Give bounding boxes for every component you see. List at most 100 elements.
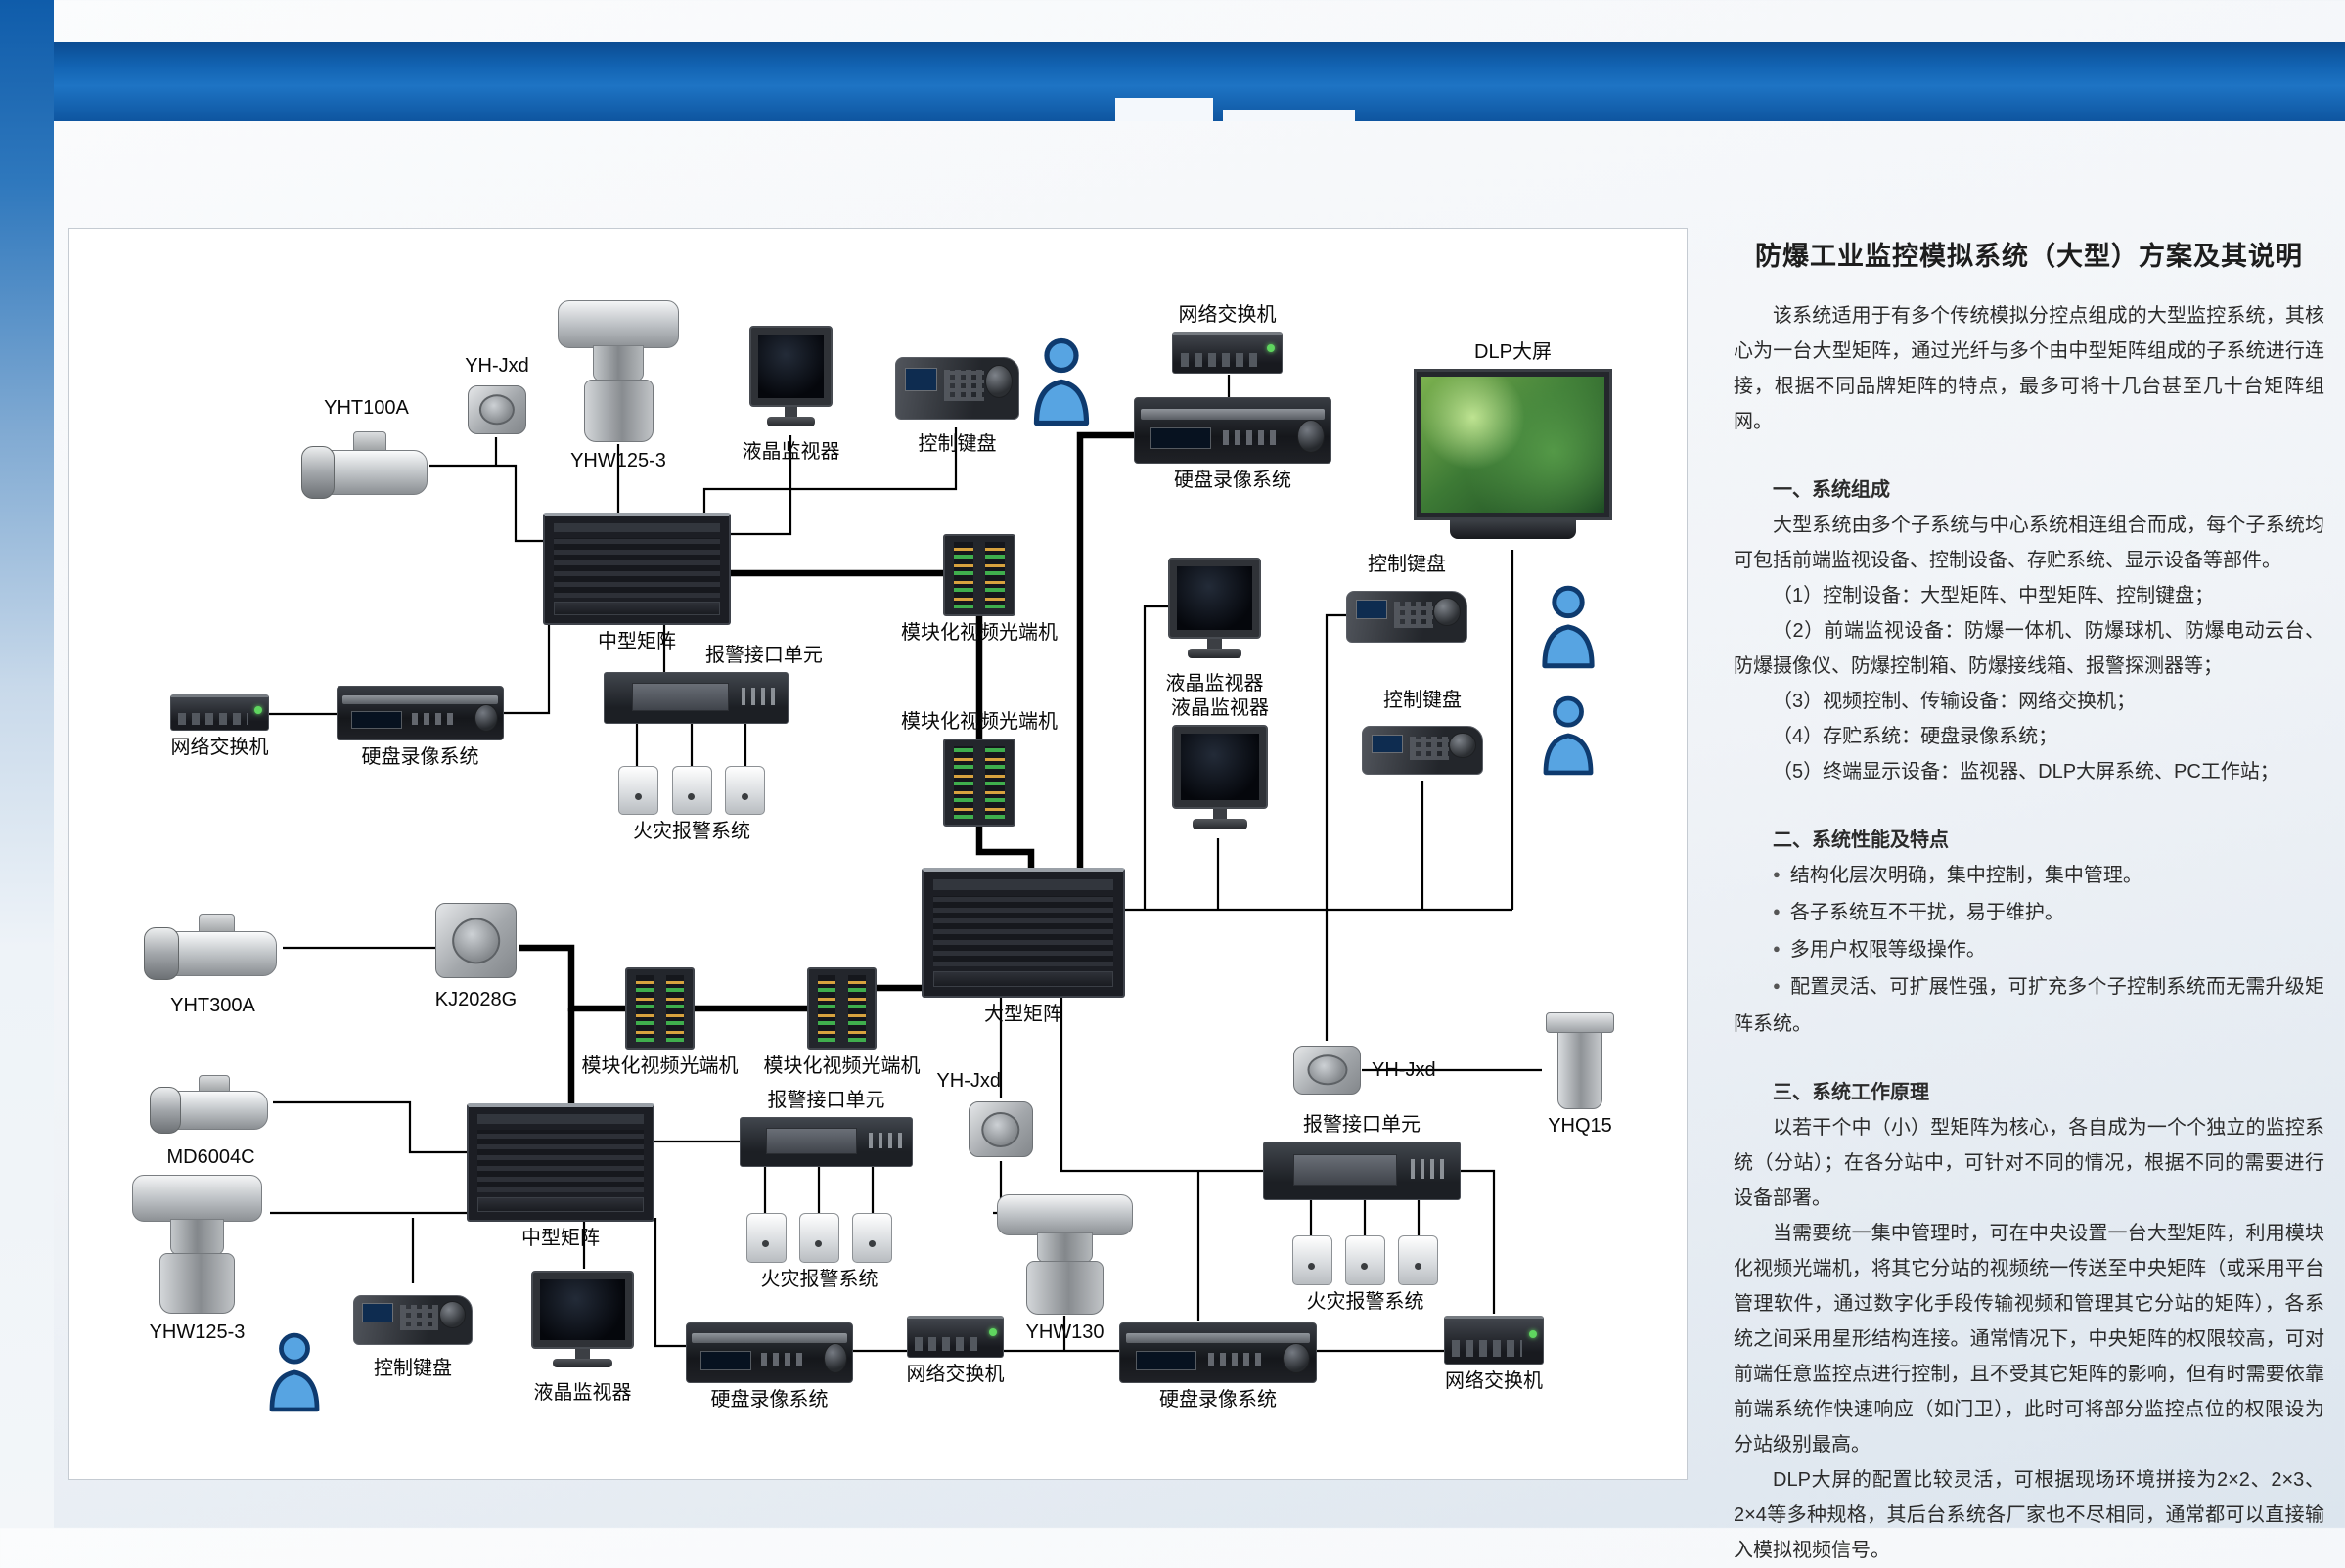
device-label: YHT100A <box>324 397 409 419</box>
matrix-chassis <box>922 868 1125 998</box>
matrix-medium-top: 中型矩阵 <box>543 513 731 652</box>
device-label: YHT300A <box>170 995 255 1016</box>
switch-led <box>989 1328 998 1337</box>
alarm-chassis <box>604 672 789 724</box>
alarm-interface-bottom-left: 报警接口单元 <box>740 1090 913 1167</box>
keyboard-display <box>1371 734 1404 753</box>
device-label: 控制键盘 <box>374 1358 452 1379</box>
optical-chassis <box>943 534 1015 616</box>
keyboard-keys <box>1409 736 1449 761</box>
dvr-panel-strip <box>692 1332 847 1343</box>
matrix-bottom-panel <box>554 602 720 616</box>
dlp-base <box>1449 520 1577 539</box>
operator-4 <box>261 1331 328 1413</box>
monitor-frame <box>749 326 833 407</box>
operator-3 <box>1535 694 1601 777</box>
paragraph: （4）存贮系统：硬盘录像系统； <box>1773 726 2058 747</box>
smoke-detector <box>799 1213 839 1263</box>
control-keyboard-mid-1: 控制键盘 <box>1346 554 1467 650</box>
optical-modules <box>817 974 836 1043</box>
ptz-base <box>1025 1261 1105 1315</box>
section-heading: 三、系统工作原理 <box>1773 1082 1929 1103</box>
alarm-interface-top: 报警接口单元 <box>604 645 823 724</box>
paragraph: （1）控制设备：大型矩阵、中型矩阵、控制键盘； <box>1773 585 2215 606</box>
optical-modules <box>985 541 1005 609</box>
network-switch-bottom-right: 网络交换机 <box>1444 1316 1544 1392</box>
dlp-screen-image <box>1421 377 1604 514</box>
device-label: 控制键盘 <box>918 433 997 455</box>
device-label: 大型矩阵 <box>984 1004 1062 1025</box>
optical-modules <box>847 974 867 1043</box>
ptz-bracket <box>1036 1232 1094 1264</box>
optical-modules <box>954 746 973 819</box>
optical-modules <box>635 974 654 1043</box>
paragraph: 当需要统一集中管理时，可在中央设置一台大型矩阵，利用模块化视频光端机，将其它分站… <box>1734 1223 2324 1456</box>
smoke-detector <box>1398 1235 1438 1285</box>
operator-2 <box>1535 584 1601 670</box>
switch-chassis <box>1444 1316 1544 1365</box>
camera-body <box>300 445 428 499</box>
device-label: YHW125-3 <box>149 1322 246 1343</box>
dvr-chassis <box>1119 1322 1317 1383</box>
device-label: YHW125-3 <box>570 450 666 471</box>
camera-lens-cap <box>143 927 180 980</box>
bullet-item: 结构化层次明确，集中控制，集中管理。 <box>1734 858 2324 895</box>
matrix-vents <box>554 537 720 598</box>
device-label: 液晶监视器 <box>742 441 840 463</box>
dvr-panel-strip <box>342 694 498 704</box>
bullet-item: 多用户权限等级操作。 <box>1734 932 2324 969</box>
network-switch-left: 网络交换机 <box>170 694 269 758</box>
operator-1 <box>1028 336 1095 427</box>
device-label: 报警接口单元 <box>1303 1114 1421 1136</box>
camera-yht300a: YHT300A <box>143 907 283 1016</box>
device-label: 控制键盘 <box>1368 554 1446 575</box>
alarm-indicators <box>1411 1159 1450 1180</box>
monitor-frame <box>1168 558 1261 639</box>
matrix-vents <box>477 1130 644 1193</box>
optical-chassis <box>943 739 1015 827</box>
matrix-bottom-panel <box>933 971 1113 988</box>
camera-lens-cap <box>149 1086 182 1134</box>
network-switch-top: 网络交换机 <box>1172 304 1283 374</box>
lcd-monitor-mid-1: 液晶监视器 <box>1166 558 1264 694</box>
alarm-indicators <box>742 688 779 705</box>
device-label: 中型矩阵 <box>598 631 676 652</box>
optical-modules <box>985 746 1005 819</box>
dvr-display <box>699 1350 752 1370</box>
device-label: 网络交换机 <box>906 1364 1005 1385</box>
dvr-display <box>350 710 403 730</box>
keyboard-body <box>353 1294 473 1346</box>
device-label: 硬盘录像系统 <box>361 746 479 768</box>
optical-modules <box>665 974 685 1043</box>
junction-yh-jxd-bottom: YH-Jxd <box>936 1070 1034 1161</box>
switch-ports <box>177 712 248 725</box>
fire-alarm-bottom-left: 火灾报警系统 <box>746 1213 892 1290</box>
keyboard-joystick <box>984 365 1013 399</box>
matrix-large: 大型矩阵 <box>922 868 1125 1025</box>
smoke-detector <box>746 1213 787 1263</box>
paragraph: （3）视频控制、传输设备：网络交换机； <box>1773 691 2137 712</box>
camera-yht100a: YHT100A <box>300 397 432 508</box>
switch-led <box>254 705 263 714</box>
person-icon <box>1033 337 1090 426</box>
matrix-bottom-panel <box>477 1197 644 1212</box>
person-icon <box>1542 585 1595 669</box>
panel-title: 防爆工业监控模拟系统（大型）方案及其说明 <box>1755 242 2303 271</box>
junction-box <box>1293 1046 1361 1095</box>
junction-cover <box>451 917 501 964</box>
junction-cover <box>981 1111 1020 1147</box>
camera-md6004c: MD6004C <box>149 1069 273 1168</box>
monitor-base <box>553 1358 612 1368</box>
device-label: 模块化视频光端机 <box>901 622 1058 644</box>
device-label: 硬盘录像系统 <box>710 1389 829 1411</box>
device-body <box>1556 1032 1603 1109</box>
dvr-chassis <box>686 1322 853 1383</box>
optical-transceiver-4: 模块化视频光端机 <box>764 967 921 1077</box>
matrix-top-panel <box>477 1113 644 1125</box>
device-label: 报警接口单元 <box>704 645 823 666</box>
paragraph: 以若干个中（小）型矩阵为核心，各自成为一个个独立的监控系统（分站）；在各分站中，… <box>1734 1117 2324 1209</box>
monitor-base <box>1187 648 1242 659</box>
paragraph: （2）前端监视设备：防爆一体机、防爆球机、防爆电动云台、防爆摄像仪、防爆控制箱、… <box>1734 620 2324 677</box>
monitor-base <box>766 416 816 427</box>
dvr-bottom-left: 硬盘录像系统 <box>686 1322 853 1411</box>
